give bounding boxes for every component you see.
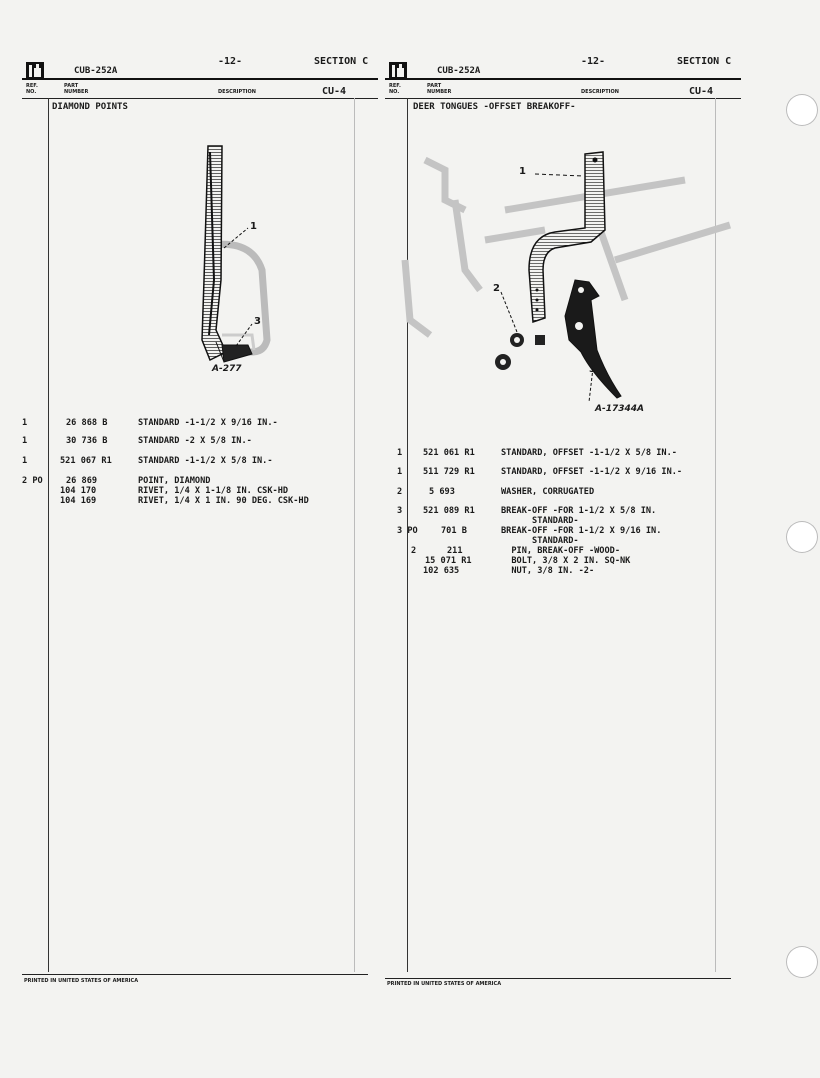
part-cell: 26 868 B xyxy=(66,418,108,428)
part-cell: 26 869 xyxy=(66,476,98,486)
code-label: CU-4 xyxy=(322,86,347,97)
ref-cell: 3 PO xyxy=(397,526,418,536)
part-cell: 511 729 R1 xyxy=(423,467,475,477)
punch-hole xyxy=(786,94,818,126)
ref-cell: 3 xyxy=(397,506,403,516)
part-cell: 5 693 xyxy=(429,487,455,497)
column-header-rule xyxy=(385,98,741,99)
footer-rule xyxy=(22,974,368,975)
desc-cell: BREAK-OFF -FOR 1-1/2 X 5/8 IN. xyxy=(501,506,657,516)
section-label: SECTION C xyxy=(314,56,369,67)
part-cell: 521 061 R1 xyxy=(423,448,475,458)
ref-column-divider xyxy=(407,98,408,972)
section-label: SECTION C xyxy=(677,56,732,67)
callout-2: 2 xyxy=(493,283,500,294)
column-header-ref: REF.NO. xyxy=(389,83,401,95)
margin-line xyxy=(715,98,716,972)
part-cell: 211 xyxy=(447,546,463,556)
callout-1: 1 xyxy=(519,166,526,177)
ref-cell: 1 xyxy=(22,418,28,428)
part-cell: 521 089 R1 xyxy=(423,506,475,516)
page-number: -12- xyxy=(218,56,243,67)
part-cell: 15 071 R1 xyxy=(425,556,472,566)
desc-cell: STANDARD, OFFSET -1-1/2 X 5/8 IN.- xyxy=(501,448,677,458)
ref-cell: 1 xyxy=(22,436,28,446)
code-label: CU-4 xyxy=(689,86,714,97)
part-cell: 104 170 xyxy=(60,486,97,496)
callout-1: 1 xyxy=(250,221,257,232)
desc-cell: STANDARD, OFFSET -1-1/2 X 9/16 IN.- xyxy=(501,467,683,477)
desc-cell: POINT, DIAMOND xyxy=(138,476,211,486)
desc-cell: WASHER, CORRUGATED xyxy=(501,487,595,497)
footer-text: PRINTED IN UNITED STATES OF AMERICA xyxy=(24,978,139,984)
part-cell: 30 736 B xyxy=(66,436,108,446)
desc-cell: RIVET, 1/4 X 1 IN. 90 DEG. CSK-HD xyxy=(138,496,309,506)
part-cell: 104 169 xyxy=(60,496,97,506)
ref-cell: 2 PO xyxy=(22,476,43,486)
desc-cell: STANDARD -1-1/2 X 5/8 IN.- xyxy=(138,456,273,466)
header-rule xyxy=(22,78,378,80)
header-rule xyxy=(385,78,741,80)
desc-cell: NUT, 3/8 IN. -2- xyxy=(501,566,595,576)
part-cell: 102 635 xyxy=(423,566,460,576)
desc-cell: BOLT, 3/8 X 2 IN. SQ-NK xyxy=(501,556,631,566)
footer-rule xyxy=(385,978,731,979)
figure-label: A-17344A xyxy=(595,404,644,414)
margin-line xyxy=(354,98,355,972)
page-number: -12- xyxy=(581,56,606,67)
callout-3: 3 xyxy=(254,316,261,327)
callout-3: 3 xyxy=(589,364,596,375)
model-number: CUB-252A xyxy=(74,66,118,76)
footer-text: PRINTED IN UNITED STATES OF AMERICA xyxy=(387,981,502,987)
page-title: DEER TONGUES -OFFSET BREAKOFF- xyxy=(413,102,576,112)
desc-cell: STANDARD -1-1/2 X 9/16 IN.- xyxy=(138,418,278,428)
column-header-rule xyxy=(22,98,378,99)
deer-tongue-figure xyxy=(401,151,732,403)
desc-cell: STANDARD- xyxy=(501,536,579,546)
desc-cell: STANDARD- xyxy=(501,516,579,526)
model-number: CUB-252A xyxy=(437,66,481,76)
punch-hole xyxy=(786,946,818,978)
diamond-point-figure xyxy=(201,145,271,363)
ref-cell: 2 xyxy=(397,487,403,497)
part-cell: 521 067 R1 xyxy=(60,456,112,466)
ref-cell: 1 xyxy=(22,456,28,466)
part-cell: 701 B xyxy=(441,526,467,536)
desc-cell: PIN, BREAK-OFF -WOOD- xyxy=(501,546,620,556)
column-header-ref: REF.NO. xyxy=(26,83,38,95)
ih-logo-icon xyxy=(26,62,44,80)
ref-cell: 2 xyxy=(411,546,417,556)
desc-cell: STANDARD -2 X 5/8 IN.- xyxy=(138,436,252,446)
ref-cell: 1 xyxy=(397,467,403,477)
ref-cell: 1 xyxy=(397,448,403,458)
desc-cell: RIVET, 1/4 X 1-1/8 IN. CSK-HD xyxy=(138,486,289,496)
figure-label: A-277 xyxy=(212,364,242,374)
column-header-description: DESCRIPTION xyxy=(581,89,619,95)
desc-cell: BREAK-OFF -FOR 1-1/2 X 9/16 IN. xyxy=(501,526,662,536)
punch-hole xyxy=(786,521,818,553)
column-header-description: DESCRIPTION xyxy=(218,89,256,95)
ih-logo-icon xyxy=(389,62,407,80)
page-title: DIAMOND POINTS xyxy=(52,102,128,112)
ref-column-divider xyxy=(48,98,49,972)
